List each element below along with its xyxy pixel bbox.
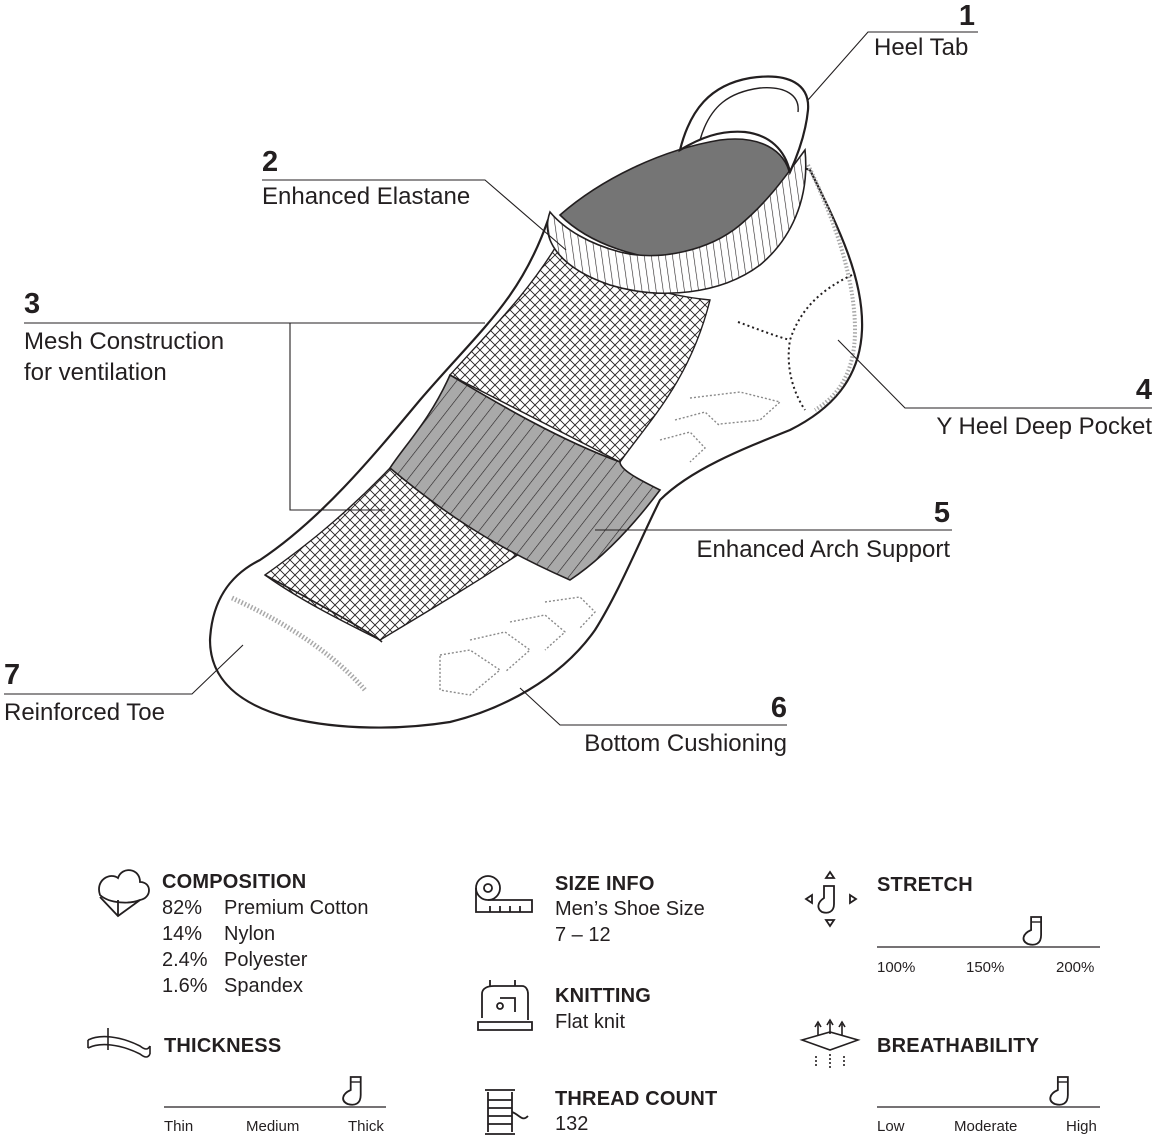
sock-outline <box>208 158 864 729</box>
composition-pct-3: 2.4% <box>162 949 208 971</box>
arch-band <box>388 373 662 581</box>
callout-4-label: Y Heel Deep Pocket <box>936 413 1152 440</box>
callout-5-label: Enhanced Arch Support <box>696 536 950 563</box>
callout-3-number: 3 <box>24 288 41 320</box>
composition-pct-1: 82% <box>162 897 203 919</box>
callout-4-number: 4 <box>1135 374 1152 406</box>
callout-5-number: 5 <box>933 497 950 529</box>
callout-3-label-line2: for ventilation <box>24 359 167 386</box>
stretch-label-100: 100% <box>877 959 916 976</box>
callout-1-number: 1 <box>958 0 975 32</box>
callout-6-number: 6 <box>770 692 787 724</box>
breathability-label-high: High <box>1066 1118 1097 1135</box>
heel-tab <box>678 75 810 176</box>
cushion-pads <box>439 391 782 696</box>
thread-title: THREAD COUNT <box>555 1088 718 1110</box>
thickness-label-medium: Medium <box>246 1118 300 1135</box>
stretch-sock-icon <box>804 870 858 928</box>
breathability-title: BREATHABILITY <box>877 1035 1040 1057</box>
callout-1-label: Heel Tab <box>874 34 969 61</box>
callout-2-number: 2 <box>262 146 279 178</box>
callout-7-number: 7 <box>4 659 21 691</box>
callout-2-label: Enhanced Elastane <box>262 183 471 210</box>
composition-material-4: Spandex <box>224 975 303 997</box>
breathability-sock-marker-icon <box>1049 1076 1069 1106</box>
leader-lines <box>4 31 1152 726</box>
composition-material-1: Premium Cotton <box>224 897 369 919</box>
breathable-fabric-icon <box>799 1018 861 1068</box>
thickness-label-thin: Thin <box>164 1118 194 1135</box>
composition-pct-2: 14% <box>162 923 203 945</box>
thickness-label-thick: Thick <box>348 1118 384 1135</box>
size-title: SIZE INFO <box>555 873 655 895</box>
composition-material-3: Polyester <box>224 949 308 971</box>
callout-7-label: Reinforced Toe <box>4 699 165 726</box>
size-line1: Men’s Shoe Size <box>555 898 705 920</box>
thread-spool-icon <box>485 1089 529 1135</box>
composition-title: COMPOSITION <box>162 871 307 893</box>
sewing-machine-icon <box>477 980 533 1031</box>
thread-value: 132 <box>555 1113 589 1135</box>
stretch-label-200: 200% <box>1056 959 1095 976</box>
knitting-value: Flat knit <box>555 1011 626 1033</box>
cotton-icon <box>98 869 150 918</box>
thickness-sock-marker-icon <box>342 1076 362 1106</box>
callout-3-label: Mesh Construction <box>24 328 225 355</box>
stretch-sock-marker-icon <box>1022 916 1042 946</box>
size-line2: 7 – 12 <box>555 924 611 946</box>
composition-pct-4: 1.6% <box>162 975 208 997</box>
fabric-layer-icon <box>87 1028 151 1058</box>
measuring-tape-icon <box>475 875 533 913</box>
knitting-title: KNITTING <box>555 985 652 1007</box>
breathability-label-moderate: Moderate <box>954 1118 1018 1135</box>
sock-cuff <box>546 147 807 294</box>
stretch-label-150: 150% <box>966 959 1005 976</box>
thickness-title: THICKNESS <box>164 1035 282 1057</box>
callout-6-label: Bottom Cushioning <box>584 730 787 757</box>
breathability-label-low: Low <box>877 1118 905 1135</box>
composition-material-2: Nylon <box>224 923 276 945</box>
stretch-title: STRETCH <box>877 874 973 896</box>
